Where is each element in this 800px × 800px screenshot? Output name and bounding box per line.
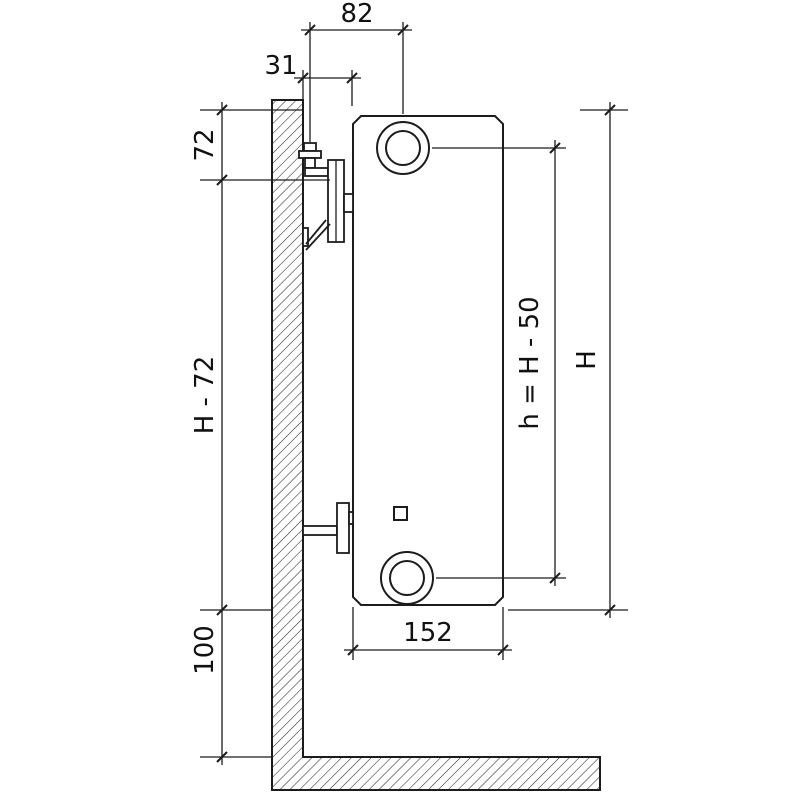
bottom-bracket-plate (336, 502, 350, 554)
bottom-connection-outer (380, 551, 434, 605)
air-vent-cap (303, 142, 317, 152)
bottom-connection-inner (389, 560, 425, 596)
tick (346, 72, 358, 84)
top-connection-inner (385, 130, 421, 166)
bracket-arm (304, 167, 329, 177)
dim-label-31: 31 (264, 51, 297, 81)
dimension-H: H (508, 102, 628, 618)
tick (397, 24, 409, 36)
tick (604, 604, 616, 616)
drain-plug-square (393, 506, 408, 521)
tick (304, 24, 316, 36)
bottom-bracket-hook (348, 511, 354, 525)
dim-label-h-minus-72: H - 72 (190, 356, 220, 435)
bottom-bracket-pin (302, 525, 338, 536)
tick (497, 644, 509, 656)
top-bracket (298, 142, 354, 251)
tick (347, 644, 359, 656)
dim-label-100: 100 (190, 625, 220, 675)
dim-label-152: 152 (403, 618, 453, 648)
tick (216, 104, 228, 116)
air-vent-hex (298, 150, 322, 159)
dim-label-H: H (572, 350, 602, 370)
bracket-wall-plate (302, 227, 309, 247)
bottom-bracket (302, 502, 354, 554)
dimension-82: 82 (301, 0, 412, 142)
top-connection-outer (376, 121, 430, 175)
dim-label-h-equals: h = H - 50 (515, 296, 545, 429)
tick (216, 604, 228, 616)
tick (549, 572, 561, 584)
bracket-hook (343, 193, 354, 213)
tick (297, 72, 309, 84)
dimension-152: 152 (344, 607, 512, 660)
dimension-31: 31 (264, 51, 361, 106)
tick (216, 174, 228, 186)
radiator-body (352, 115, 504, 606)
tick (604, 104, 616, 116)
dimension-h-minus-50: h = H - 50 (432, 140, 566, 586)
tick (549, 142, 561, 154)
dim-label-72: 72 (190, 128, 220, 161)
tick (216, 751, 228, 763)
dim-label-82: 82 (340, 0, 373, 29)
radiator (352, 115, 504, 606)
air-vent-neck (304, 157, 316, 169)
dimension-left-chain: 72 H - 72 100 (190, 102, 330, 765)
bracket-brace-1 (305, 223, 331, 251)
bracket-brace-2 (305, 219, 327, 245)
